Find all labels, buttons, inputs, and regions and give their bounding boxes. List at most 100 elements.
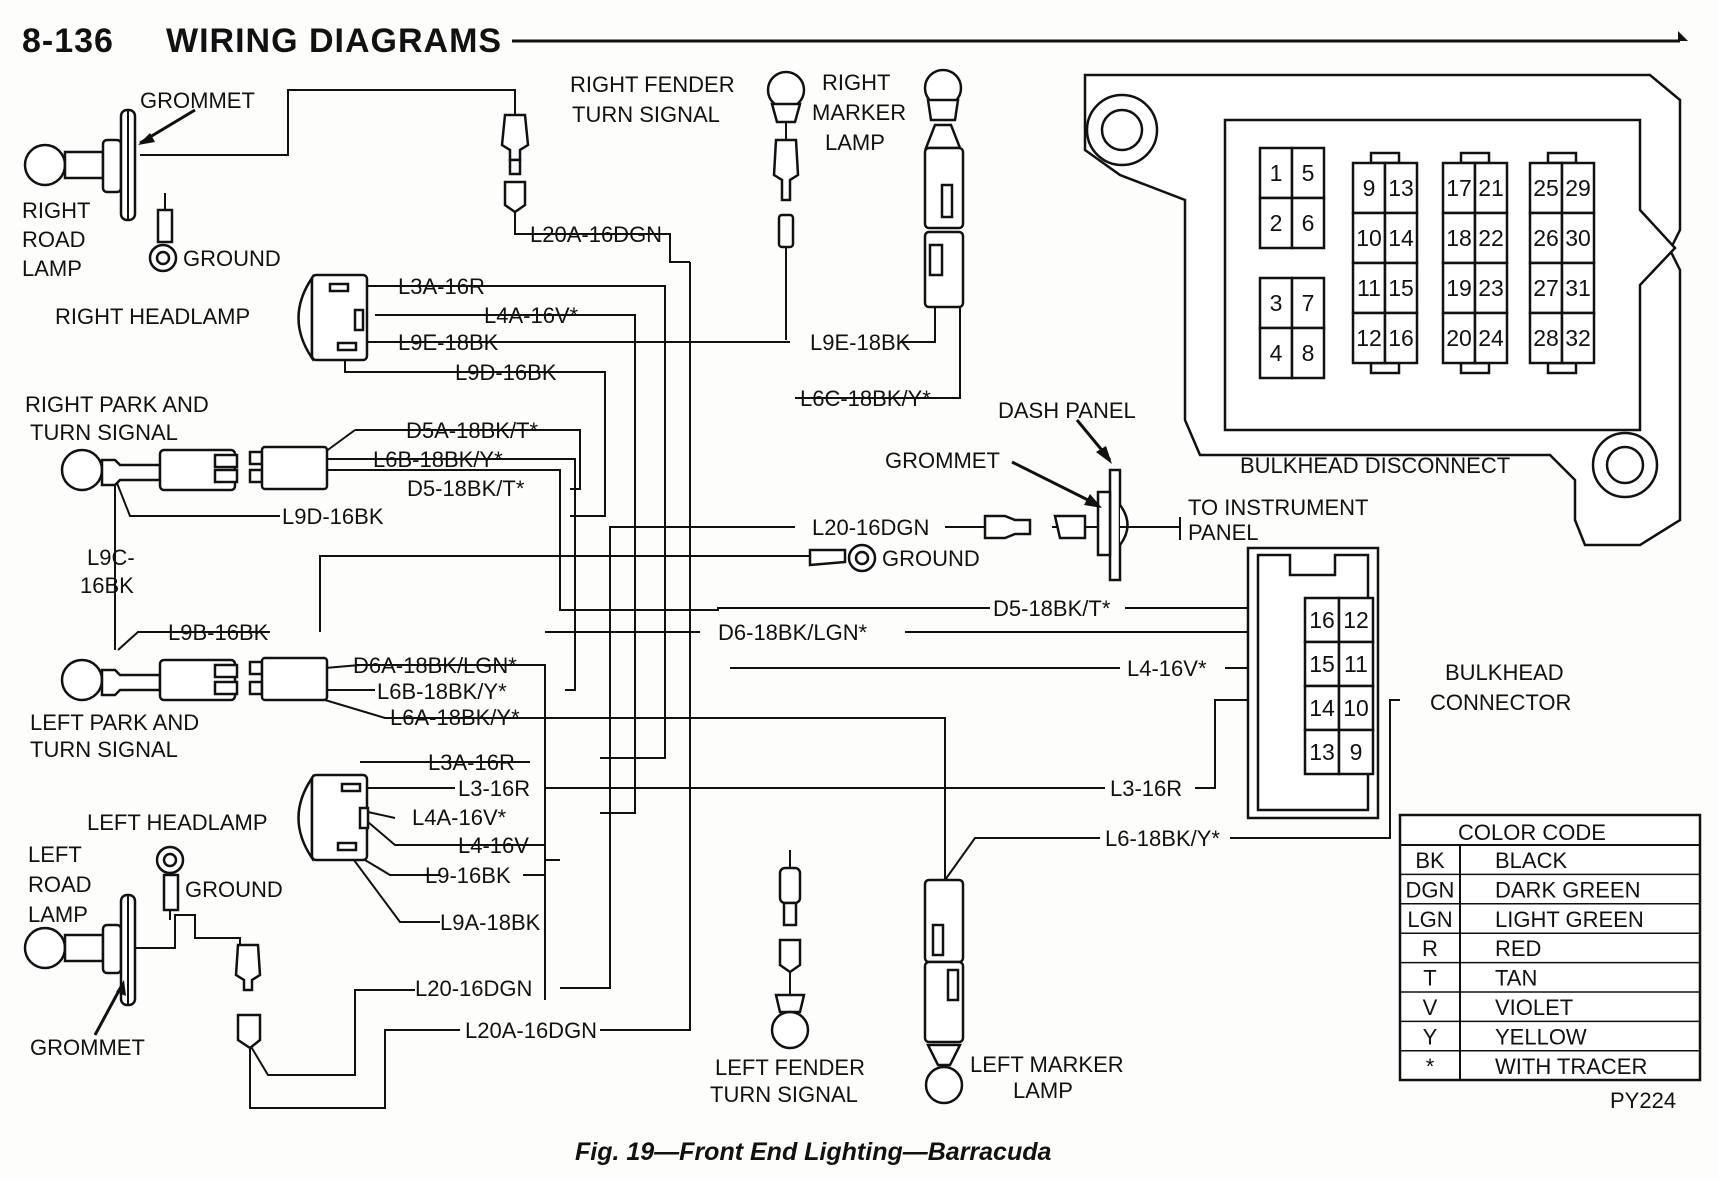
bulkhead-disconnect-label: BULKHEAD DISCONNECT <box>1240 453 1510 478</box>
wire-l6a: L6A-18BK/Y* <box>390 705 520 730</box>
wire-d6a: D6A-18BK/LGN* <box>353 653 517 678</box>
connector-pin-number: 16 <box>1309 607 1335 633</box>
pin-number: 17 <box>1446 175 1472 201</box>
wire-l4-right: L4-16V* <box>1127 656 1207 681</box>
wire-l6b-top: L6B-18BK/Y* <box>373 447 503 472</box>
pin-cell <box>1560 261 1596 315</box>
color-code-abbrev: T <box>1423 966 1436 991</box>
pin-number: 11 <box>1357 275 1381 301</box>
left-fender-turn-signal-label-1: LEFT FENDER <box>715 1055 865 1080</box>
wire-d6: D6-18BK/LGN* <box>718 620 868 645</box>
right-marker-lamp <box>923 68 965 309</box>
wire-l20-top: L20-16DGN <box>812 515 929 540</box>
right-park-turn-label-2: TURN SIGNAL <box>30 420 178 445</box>
wire-l3-right: L3-16R <box>1110 776 1182 801</box>
pin-cell <box>1383 211 1419 265</box>
ground-top-label: GROUND <box>183 246 281 271</box>
right-road-lamp-label-1: RIGHT <box>22 198 90 223</box>
ground-top-symbol <box>148 193 178 273</box>
pin-number: 28 <box>1533 325 1559 351</box>
right-headlamp <box>297 273 369 363</box>
connector-pin-number: 15 <box>1309 651 1335 677</box>
wire-l20a-bot: L20A-16DGN <box>465 1018 597 1043</box>
l20a-top-connector <box>500 113 530 214</box>
pin-cell <box>1383 311 1419 365</box>
pin-cell <box>1528 311 1564 365</box>
color-code-name: TAN <box>1495 966 1537 991</box>
color-code-abbrev: * <box>1426 1054 1435 1079</box>
connector-pin-number: 11 <box>1344 651 1368 677</box>
left-marker-lamp-label-2: LAMP <box>1013 1078 1073 1103</box>
right-park-turn-label-1: RIGHT PARK AND <box>25 392 209 417</box>
left-park-turn-label-2: TURN SIGNAL <box>30 737 178 762</box>
pin-cell <box>1351 161 1387 215</box>
ground-bottom-label: GROUND <box>185 877 283 902</box>
pin-number: 30 <box>1565 225 1591 251</box>
right-fender-turn-signal-label-1: RIGHT FENDER <box>570 72 735 97</box>
color-code-abbrev: LGN <box>1407 907 1452 932</box>
left-road-lamp-label-3: LAMP <box>28 902 88 927</box>
wire-l6-right: L6-18BK/Y* <box>1105 826 1220 851</box>
pin-number: 29 <box>1565 175 1591 201</box>
pin-number: 10 <box>1356 225 1382 251</box>
pin-number: 7 <box>1302 290 1315 316</box>
pin-number: 15 <box>1388 275 1414 301</box>
right-fender-turn-signal-lamp <box>766 70 806 249</box>
pin-number: 23 <box>1478 275 1504 301</box>
wire-l9: L9-16BK <box>425 863 511 888</box>
dash-panel-arrow-head-icon <box>1096 446 1112 464</box>
left-headlamp-label: LEFT HEADLAMP <box>87 810 268 835</box>
ground-bottom-symbol <box>155 845 185 912</box>
pin-cell <box>1351 311 1387 365</box>
wire-l9d-mid: L9D-16BK <box>282 504 384 529</box>
wire-d5a: D5A-18BK/T* <box>406 418 538 443</box>
connector-pin-number: 12 <box>1343 607 1369 633</box>
connector-pin-cell <box>1337 684 1375 732</box>
pin-number: 32 <box>1565 325 1591 351</box>
right-road-lamp-label-3: LAMP <box>22 256 82 281</box>
pin-number: 13 <box>1388 175 1414 201</box>
to-instrument-panel-label-1: TO INSTRUMENT <box>1188 495 1368 520</box>
grommet-bottom-arrow <box>93 984 124 1036</box>
l9c-label-2: 16BK <box>80 573 134 598</box>
pin-number: 5 <box>1302 160 1315 186</box>
color-code-name: RED <box>1495 936 1541 961</box>
wire-l9b: L9B-16BK <box>168 620 269 645</box>
bulkhead-connector-label-2: CONNECTOR <box>1430 690 1571 715</box>
left-headlamp <box>297 773 370 863</box>
left-road-lamp-label-2: ROAD <box>28 872 92 897</box>
figure-code: PY224 <box>1610 1088 1676 1113</box>
grommet-bottom-label: GROMMET <box>30 1035 145 1060</box>
pin-number: 1 <box>1270 160 1283 186</box>
pin-number: 9 <box>1363 175 1376 201</box>
color-code-name: DARK GREEN <box>1495 877 1640 902</box>
color-code-name: VIOLET <box>1495 995 1573 1020</box>
grommet-dash-arrow-head-icon <box>1084 494 1102 508</box>
wire-l20-bot: L20-16DGN <box>415 976 532 1001</box>
color-code-abbrev: V <box>1423 995 1438 1020</box>
pin-number: 18 <box>1446 225 1472 251</box>
pin-cell <box>1290 196 1326 250</box>
pin-number: 20 <box>1446 325 1472 351</box>
ground-mid-label: GROUND <box>882 546 980 571</box>
right-headlamp-label: RIGHT HEADLAMP <box>55 304 250 329</box>
grommet-top-label: GROMMET <box>140 88 255 113</box>
bulkhead-connector-label-1: BULKHEAD <box>1445 660 1564 685</box>
pin-cell <box>1383 261 1419 315</box>
right-fender-turn-signal-label-2: TURN SIGNAL <box>572 102 720 127</box>
connector-pin-cell <box>1337 728 1375 776</box>
connector-pin-cell <box>1303 728 1341 776</box>
page-number: 8-136 <box>22 22 114 60</box>
connector-pin-number: 9 <box>1350 739 1363 765</box>
right-marker-lamp-label-2: MARKER <box>812 100 906 125</box>
right-marker-lamp-label-1: RIGHT <box>822 70 890 95</box>
wire-l9e-left: L9E-18BK <box>398 330 499 355</box>
